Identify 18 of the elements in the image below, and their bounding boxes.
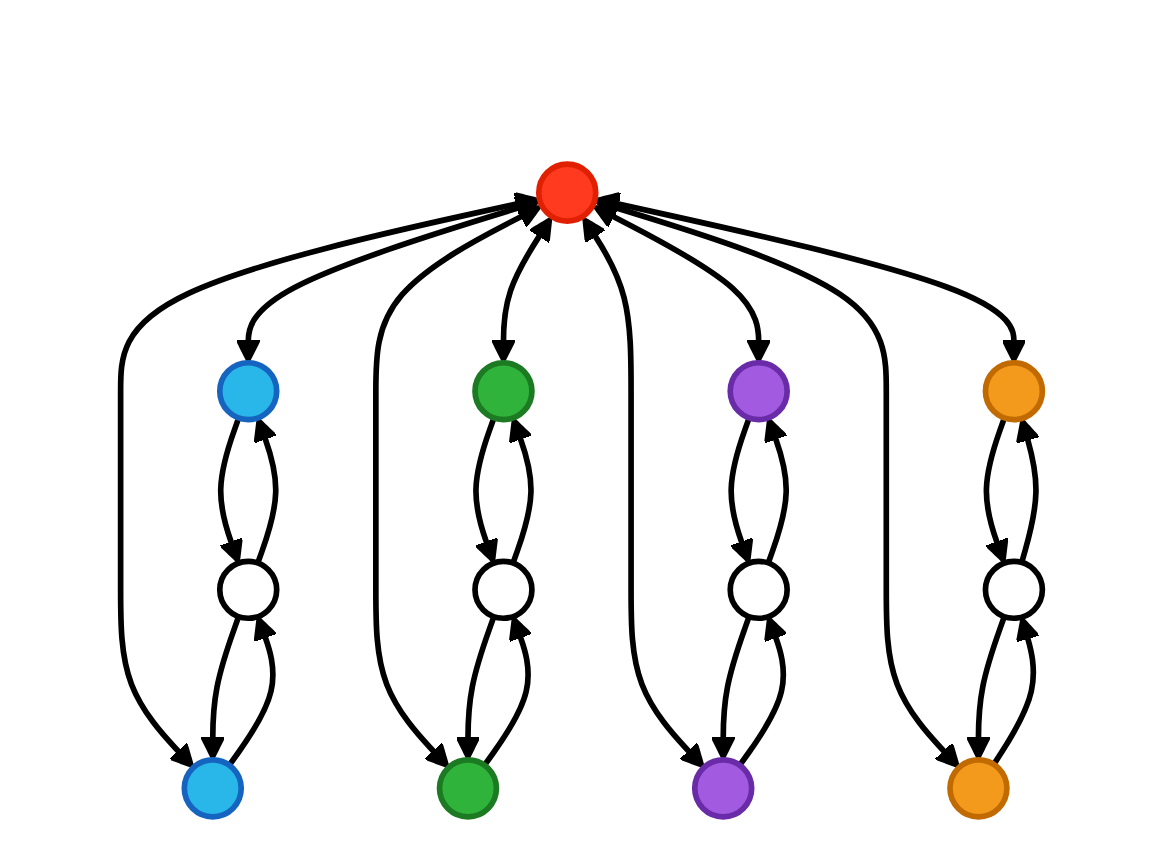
node-circle: [472, 558, 535, 622]
node-circle: [727, 359, 790, 423]
node-circle: [982, 558, 1046, 622]
arrow: [582, 216, 705, 769]
node-circle: [982, 359, 1046, 423]
node-circle: [181, 757, 245, 820]
arrow: [117, 191, 540, 769]
node-circle: [436, 757, 500, 820]
node-circle: [727, 558, 790, 622]
arrow: [991, 616, 1040, 766]
node-circle: [691, 757, 755, 820]
node-circle: [535, 161, 599, 224]
arrow: [373, 205, 543, 769]
node-circle: [216, 359, 280, 423]
arrow: [594, 196, 961, 769]
node-circle: [216, 558, 280, 622]
node-circle: [947, 757, 1010, 820]
node-circle: [472, 359, 535, 423]
